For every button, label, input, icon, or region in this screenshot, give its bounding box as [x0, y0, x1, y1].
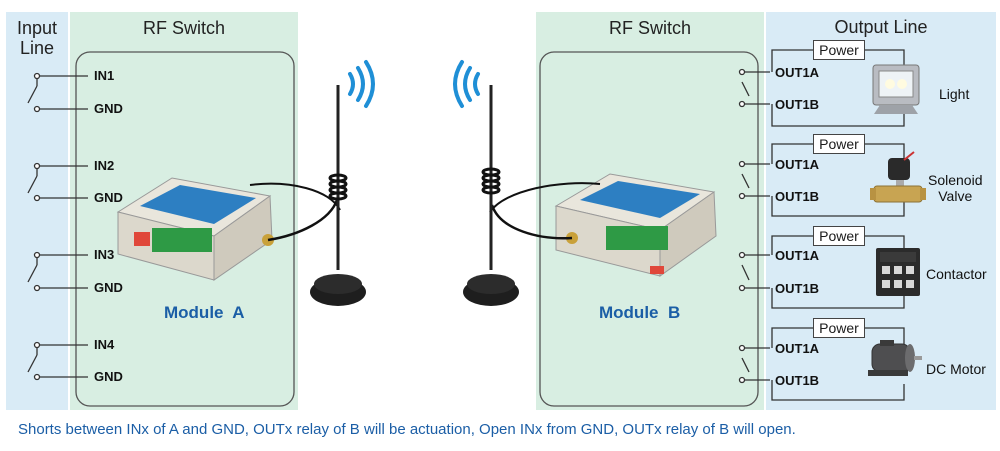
input-2-gnd-label: GND	[94, 190, 123, 205]
module-a-label: Module A	[164, 303, 245, 322]
output-1-power-box: Power	[813, 40, 865, 60]
output-4-out-a: OUT1A	[775, 341, 820, 356]
input-1-label: IN1	[94, 68, 115, 83]
output-4-out-b: OUT1B	[775, 373, 820, 388]
module-b-frame	[539, 51, 759, 407]
solenoid-valve-icon	[870, 151, 926, 203]
floodlight-icon	[872, 64, 920, 114]
output-4-device-label: DC Motor	[926, 361, 986, 377]
input-2-label: IN2	[94, 158, 115, 173]
output-2-device-label: Solenoid Valve	[928, 172, 983, 204]
antenna-b	[463, 85, 601, 306]
output-4-power-box: Power	[813, 318, 865, 338]
output-3-power-box: Power	[813, 226, 865, 246]
input-line-title-2: Line	[19, 38, 55, 58]
output-line-title: Output Line	[834, 17, 928, 37]
input-1-gnd-label: GND	[94, 101, 123, 116]
output-1-out-a: OUT1A	[775, 65, 820, 80]
output-1-device-label: Light	[939, 86, 970, 102]
output-3-device-label: Contactor	[926, 266, 987, 282]
signal-waves-a-icon	[348, 60, 375, 108]
contactor-icon	[876, 248, 920, 296]
module-a-device	[116, 177, 274, 281]
input-line-title: Input Line	[6, 18, 68, 58]
input-4-gnd-label: GND	[94, 369, 123, 384]
output-2-out-a: OUT1A	[775, 157, 820, 172]
antenna-a	[249, 85, 366, 306]
output-2-out-b: OUT1B	[775, 189, 820, 204]
caption-text: Shorts between INx of A and GND, OUTx re…	[18, 421, 796, 438]
input-switches	[27, 72, 88, 381]
input-4-label: IN4	[94, 337, 115, 352]
output-2-device-line-2: Valve	[938, 188, 973, 204]
output-3-out-a: OUT1A	[775, 248, 820, 263]
input-line-title-1: Input	[16, 18, 58, 38]
output-1-out-b: OUT1B	[775, 97, 820, 112]
input-3-label: IN3	[94, 247, 115, 262]
output-2-device-line-1: Solenoid	[928, 172, 983, 188]
rf-switch-b-title: RF Switch	[608, 18, 691, 38]
signal-waves-b-icon	[453, 60, 480, 108]
output-2-power-box: Power	[813, 134, 865, 154]
input-3-gnd-label: GND	[94, 280, 123, 295]
rf-switch-a-title: RF Switch	[142, 18, 225, 38]
module-b-device	[554, 173, 717, 277]
module-b-label: Module B	[599, 303, 681, 322]
output-3-out-b: OUT1B	[775, 281, 820, 296]
module-a-frame	[75, 51, 295, 407]
motor-icon	[868, 340, 922, 376]
